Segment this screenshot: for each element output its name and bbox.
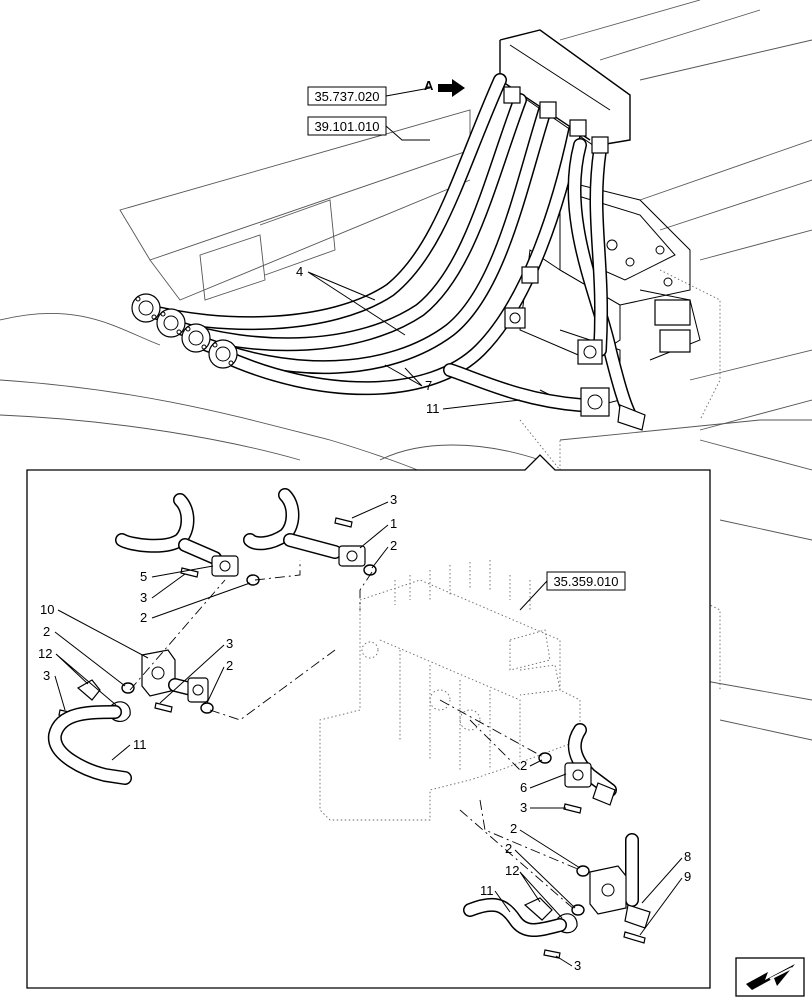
arrow-right-icon: [438, 79, 465, 97]
control-valve-detail: [319, 560, 581, 821]
callout-number: 7: [425, 378, 432, 393]
detail-hoses-top: [115, 488, 377, 586]
callout-number: 12: [505, 863, 519, 878]
view-label: A: [424, 78, 434, 93]
reference-box-top: 35.737.020: [307, 86, 431, 106]
callout-number: 3: [140, 590, 147, 605]
callout-number: 2: [505, 841, 512, 856]
detail-frame: [26, 454, 711, 989]
callout-number: 2: [510, 821, 517, 836]
callout-number: 2: [390, 538, 397, 553]
callout-number: 12: [38, 646, 52, 661]
callout-number: 35.359.010: [553, 574, 618, 589]
callout-11-top: 11: [426, 399, 521, 416]
callout-number: 11: [133, 737, 147, 752]
callout-number: 3: [226, 636, 233, 651]
callout-number: 3: [390, 492, 397, 507]
callout-number: 11: [480, 883, 494, 898]
reference-box-detail: 35.359.010: [519, 571, 626, 611]
detail-callouts: 3 1 2 5 3 2 10 2 12 3 3 2 11 2 6 3 2 8: [38, 492, 691, 973]
callout-number: 35.737.020: [314, 89, 379, 104]
callout-number: 2: [226, 658, 233, 673]
callout-number: 8: [684, 849, 691, 864]
callout-number: 2: [520, 758, 527, 773]
callout-number: 2: [43, 624, 50, 639]
callout-number: 10: [40, 602, 54, 617]
hose-bundle-upper: [138, 73, 646, 431]
machine-background: [0, 0, 812, 741]
reference-box-mid: 39.101.010: [307, 116, 430, 141]
callout-number: 3: [520, 800, 527, 815]
callout-7: 7: [384, 364, 432, 393]
callout-number: 6: [520, 780, 527, 795]
view-arrow-a: A: [424, 78, 465, 97]
callout-number: 9: [684, 869, 691, 884]
callout-4: 4: [296, 264, 406, 336]
navigation-icon-box[interactable]: [735, 957, 805, 997]
callout-number: 1: [390, 516, 397, 531]
callout-number: 2: [140, 610, 147, 625]
callout-number: 3: [574, 958, 581, 973]
callout-number: 5: [140, 569, 147, 584]
callout-number: 39.101.010: [314, 119, 379, 134]
detail-right-group: [463, 723, 651, 959]
callout-number: 4: [296, 264, 303, 279]
arrow-down-left-icon: [746, 964, 795, 990]
detail-left-group: [47, 649, 214, 785]
connection-lines: [129, 560, 581, 911]
flanges-upper: [131, 86, 610, 417]
callout-number: 11: [426, 401, 440, 416]
callout-number: 3: [43, 668, 50, 683]
